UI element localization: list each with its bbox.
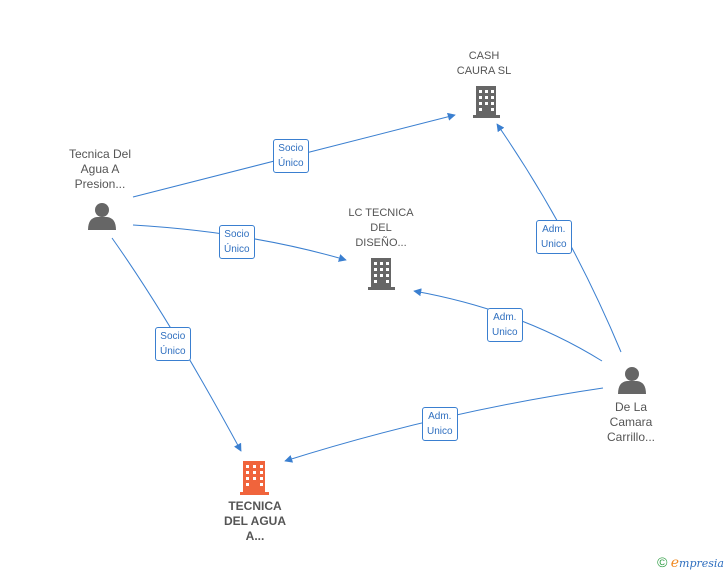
edge-label-socio-unico: Socio Único <box>155 327 191 361</box>
copyright-symbol: © <box>657 554 668 570</box>
building-icon[interactable] <box>368 258 395 290</box>
node-label-tecnica-presion[interactable]: Tecnica Del Agua A Presion... <box>68 147 132 191</box>
edge-label-adm-unico: Adm. Unico <box>487 308 523 342</box>
brand-logo-initial: e <box>670 555 680 571</box>
person-icon[interactable] <box>88 203 116 230</box>
building-icon[interactable] <box>473 86 500 118</box>
person-icon[interactable] <box>618 367 646 394</box>
edge-label-adm-unico: Adm. Unico <box>422 407 458 441</box>
edge-label-socio-unico: Socio Único <box>219 225 255 259</box>
node-label-cash-caura[interactable]: CASH CAURA SL <box>456 50 512 77</box>
brand-logo-text: mpresia <box>679 557 724 570</box>
brand-footer: © empresia <box>657 554 724 571</box>
node-label-lc-tecnica[interactable]: LC TECNICA DEL DISEÑO... <box>348 207 414 249</box>
edge-label-adm-unico: Adm. Unico <box>536 220 572 254</box>
edge-label-socio-unico: Socio Único <box>273 139 309 173</box>
node-label-tecnica-del-agua[interactable]: TECNICA DEL AGUA A... <box>223 499 286 543</box>
node-label-de-la-camara[interactable]: De La Camara Carrillo... <box>606 400 655 444</box>
building-icon-main[interactable] <box>240 461 269 495</box>
